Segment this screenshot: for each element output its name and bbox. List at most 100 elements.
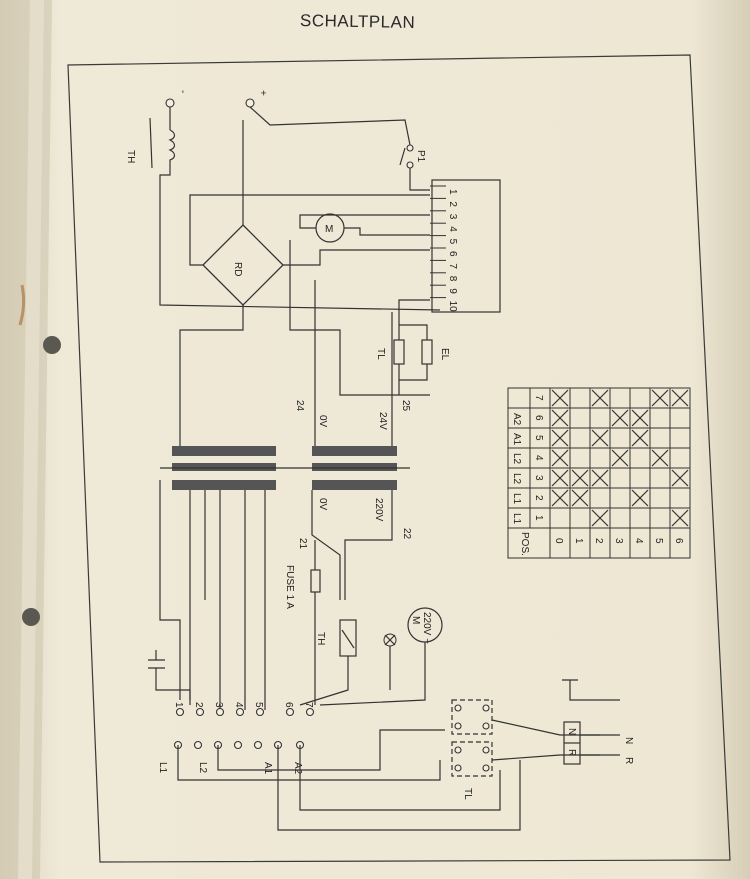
th-label: TH <box>125 150 136 163</box>
table-cross-mark <box>671 389 689 407</box>
table-position-number: 3 <box>613 538 624 544</box>
dc-plus-terminal: + <box>245 90 268 108</box>
svg-text:4: 4 <box>447 226 458 232</box>
connector-pin-9: 9 <box>430 284 458 294</box>
connector-pin-8: 8 <box>430 272 458 282</box>
svg-text:P1: P1 <box>415 150 426 163</box>
bridge-rectifier: RD <box>202 224 284 306</box>
table-cell <box>669 487 691 509</box>
table-cross-mark <box>671 509 689 527</box>
svg-text:FUSE 1 A: FUSE 1 A <box>284 565 295 609</box>
svg-text:RD: RD <box>232 262 243 276</box>
svg-text:6: 6 <box>447 251 458 257</box>
svg-text:N: N <box>623 737 634 744</box>
table-cross-mark <box>551 469 569 487</box>
lower-terminal <box>233 740 243 750</box>
ac-motor: M 220V ~ <box>407 607 443 644</box>
table-cell <box>569 507 591 529</box>
table-cross-mark <box>551 389 569 407</box>
svg-text:M: M <box>410 616 421 624</box>
table-cross-mark <box>651 449 669 467</box>
table-cell <box>649 427 671 449</box>
svg-text:22: 22 <box>401 528 412 540</box>
svg-text:EL: EL <box>439 348 450 361</box>
drawing-border <box>67 54 731 863</box>
terminal-4 <box>235 707 245 717</box>
connector-pin-3: 3 <box>430 210 458 220</box>
table-cell <box>569 387 591 409</box>
table-header-label: L2 <box>511 453 522 465</box>
svg-text:N: N <box>566 728 577 735</box>
table-cell <box>669 447 691 469</box>
terminal-5 <box>255 707 265 717</box>
table-header-number: 1 <box>533 515 544 521</box>
punch-hole-top <box>43 336 61 354</box>
table-cell <box>569 427 591 449</box>
svg-text:0V: 0V <box>317 415 328 428</box>
table-cell <box>569 407 591 429</box>
p1-switch: P1 <box>399 144 426 169</box>
connector-pin-5: 5 <box>430 235 458 245</box>
table-cross-mark <box>591 469 609 487</box>
connector-pin-2: 2 <box>430 197 458 207</box>
table-header-label: A2 <box>511 413 522 426</box>
table-cross-mark <box>551 409 569 427</box>
svg-text:220V: 220V <box>373 498 384 522</box>
table-cross-mark <box>611 409 629 427</box>
tl-component: TL <box>375 339 405 365</box>
svg-text:2: 2 <box>447 201 458 207</box>
table-header-number: 7 <box>533 395 544 401</box>
svg-text:+: + <box>257 90 268 96</box>
svg-text:10: 10 <box>447 301 458 313</box>
table-cell <box>629 447 651 469</box>
svg-text:1: 1 <box>447 189 458 195</box>
table-cell <box>569 447 591 469</box>
table-cross-mark <box>571 489 589 507</box>
thermal-switch: TH <box>315 619 357 657</box>
table-position-number: 5 <box>653 538 664 544</box>
svg-text:7: 7 <box>447 263 458 269</box>
rn-box: N R <box>563 721 581 765</box>
table-cross-mark <box>591 389 609 407</box>
punch-hole-bottom <box>22 608 40 626</box>
svg-text:21: 21 <box>297 538 308 550</box>
terminal-number: 2 <box>193 702 204 708</box>
lamp-indicator <box>383 633 397 647</box>
table-cell <box>649 407 671 429</box>
table-cell <box>629 507 651 529</box>
terminal-3 <box>215 707 225 717</box>
tl-main-switch: TL <box>451 699 493 800</box>
table-cell <box>649 487 671 509</box>
table-cross-mark <box>631 409 649 427</box>
table-cell <box>609 427 631 449</box>
table-cross-mark <box>631 429 649 447</box>
table-cross-mark <box>591 509 609 527</box>
table-cross-mark <box>631 489 649 507</box>
table-position-number: 6 <box>673 538 684 544</box>
svg-text:25: 25 <box>400 400 411 412</box>
table-pos-label: POS. <box>519 532 530 556</box>
svg-text:8: 8 <box>447 276 458 282</box>
svg-text:R: R <box>566 749 577 756</box>
table-cross-mark <box>591 429 609 447</box>
table-cross-mark <box>551 449 569 467</box>
table-cell <box>609 507 631 529</box>
table-cell <box>609 487 631 509</box>
table-header-label: A1 <box>511 433 522 446</box>
table-header-number: 2 <box>533 495 544 501</box>
table-header-label: L1 <box>511 513 522 525</box>
connector-pin-1: 1 <box>430 185 458 195</box>
table-cross-mark <box>651 389 669 407</box>
table-cell <box>589 487 611 509</box>
connector-pin-10: 10 <box>430 297 458 313</box>
connector-pin-7: 7 <box>430 259 458 269</box>
table-cell <box>629 467 651 489</box>
table-header-number: 5 <box>533 435 544 441</box>
table-position-number: 1 <box>573 538 584 544</box>
svg-text:R: R <box>623 757 634 764</box>
svg-text:M: M <box>325 224 333 235</box>
dc-motor: M <box>315 213 345 243</box>
